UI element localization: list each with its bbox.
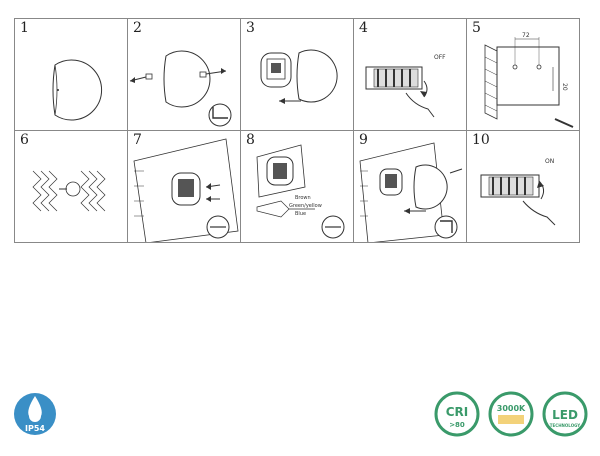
step-7-panel: 7 (128, 131, 241, 243)
step-2-panel: 2 (128, 19, 241, 131)
wire-label-blue: Blue (295, 211, 306, 217)
cri-value: >80 (449, 421, 465, 429)
cri-badge: CRI >80 (434, 391, 480, 437)
step-number: 10 (472, 132, 490, 148)
ip-rating-badge: IP54 (14, 393, 56, 435)
step-10-panel: 10 ON (467, 131, 580, 243)
led-text: LED (552, 408, 578, 422)
cri-text: CRI (446, 405, 469, 419)
label-layer: ON (545, 158, 554, 165)
step-number: 1 (20, 20, 29, 36)
dimension-horizontal: 72 (522, 32, 530, 39)
step-number: 9 (359, 132, 368, 148)
ip-rating-text: IP54 (25, 424, 45, 433)
warm-light-bar (498, 415, 524, 424)
step-number: 4 (359, 20, 368, 36)
color-temperature-badge: 3000K (488, 391, 534, 437)
lamp-front-illustration (52, 59, 103, 121)
step-number: 7 (133, 132, 142, 148)
color-temperature-text: 3000K (497, 404, 526, 413)
power-off-illustration (365, 66, 435, 118)
led-badge: LED TECHNOLOGY (542, 391, 588, 437)
instruction-grid: 1 2 3 (14, 18, 580, 243)
wire-labels: Brown Green/yellow Blue (289, 195, 322, 217)
wire-label-brown: Brown (295, 195, 311, 201)
dimension-vertical: 20 (561, 83, 568, 91)
wiring-illustration (256, 144, 345, 239)
wire-label-green-yellow: Green/yellow (289, 203, 322, 209)
water-drop-icon (28, 396, 42, 422)
step-number: 6 (20, 132, 29, 148)
dimension-labels: 72 20 (522, 32, 568, 91)
drill-template-illustration (484, 37, 574, 128)
attach-cover-illustration (359, 142, 463, 242)
step-number: 5 (472, 20, 481, 36)
on-label: ON (545, 158, 554, 165)
step-3-panel: 3 (241, 19, 354, 131)
step-5-panel: 5 72 20 (467, 19, 580, 131)
step-8-panel: 8 Brown Green/yellow Blue (241, 131, 354, 243)
off-label: OFF (434, 54, 446, 61)
led-subtext: TECHNOLOGY (550, 423, 580, 428)
step-6-panel: 6 (15, 131, 128, 243)
step-number: 8 (246, 132, 255, 148)
mount-base-illustration (133, 138, 239, 242)
separate-cover-illustration (260, 49, 338, 104)
remove-screws-illustration (129, 50, 232, 127)
step-4-panel: 4 OFF (354, 19, 467, 131)
step-1-panel: 1 (15, 19, 128, 131)
label-layer: OFF (434, 54, 446, 61)
step-9-panel: 9 (354, 131, 467, 243)
strip-wires-illustration (32, 170, 106, 212)
power-on-illustration (480, 174, 556, 226)
step-number: 2 (133, 20, 142, 36)
step-number: 3 (246, 20, 255, 36)
